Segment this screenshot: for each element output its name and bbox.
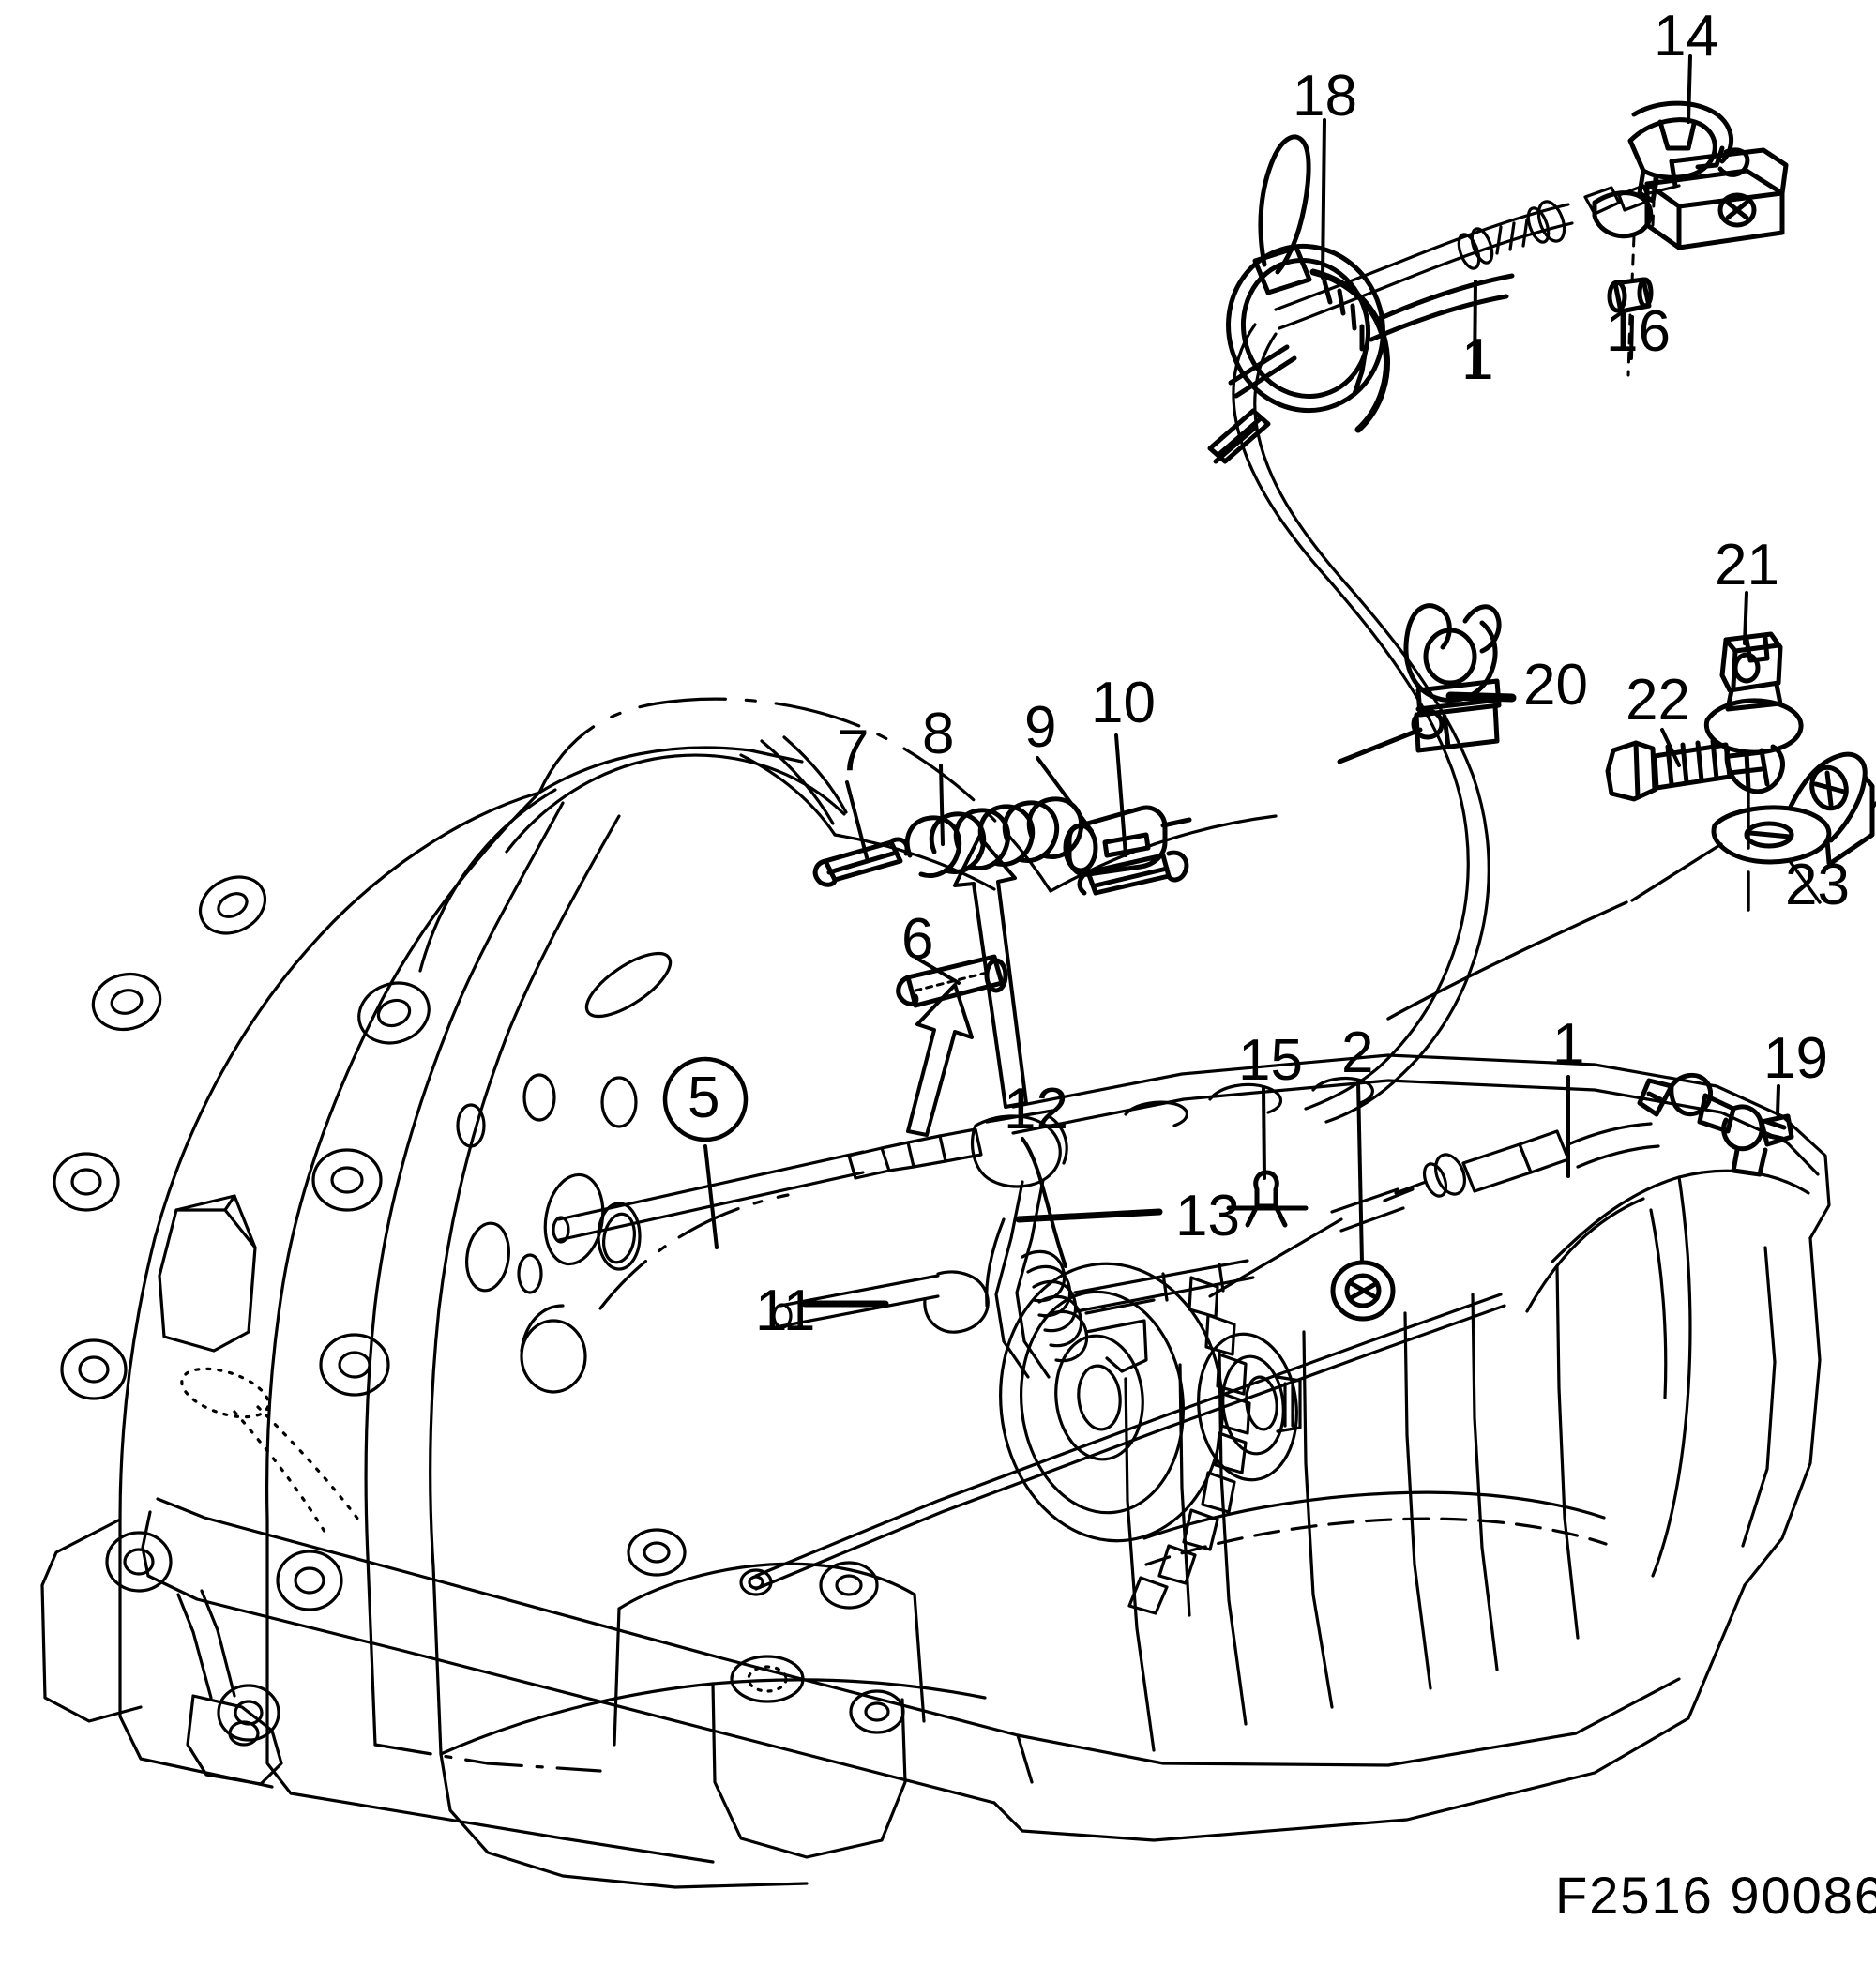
callout-1-lower: 1 (1552, 1012, 1585, 1077)
callout-2: 2 (1341, 1021, 1374, 1085)
spring-sleeve (1063, 805, 1192, 877)
diagram-caption: F2516 90086 (1555, 1866, 1876, 1925)
callout-23: 23 (1785, 853, 1850, 917)
angle-bracket (1630, 751, 1876, 904)
callout-16: 16 (1606, 299, 1671, 364)
cable-retaining-pin (1607, 277, 1654, 314)
callout-21: 21 (1715, 533, 1779, 597)
callout-11: 11 (755, 1278, 816, 1343)
coil-spring (904, 796, 1084, 878)
callout-12: 12 (1004, 1077, 1068, 1142)
callout-20: 20 (1523, 653, 1588, 718)
cable-tie-strap (1207, 134, 1515, 464)
callout-9: 9 (1024, 695, 1057, 760)
callout-15: 15 (1238, 1028, 1303, 1093)
callout-10: 10 (1091, 671, 1156, 735)
callout-5-circle (662, 1056, 749, 1142)
callout-22: 22 (1626, 668, 1690, 733)
transmission-case-assembly (40, 697, 1831, 1889)
spring-retaining-pin-right (1077, 850, 1189, 896)
torque-converter-drum (999, 1262, 1302, 1615)
callout-7: 7 (837, 718, 870, 783)
manual-shaft-linkage (552, 1109, 1255, 1379)
hex-head-bolt (1605, 738, 1764, 802)
spring-retaining-pin-left (812, 837, 910, 887)
cable-grommet-washer (1330, 1260, 1396, 1322)
cable-mounting-bracket (1592, 100, 1789, 377)
callout-19: 19 (1763, 1026, 1828, 1091)
callout-13: 13 (1175, 1184, 1240, 1248)
cable-routing-clip (1337, 603, 1502, 764)
callout-14: 14 (1654, 4, 1718, 68)
callout-1-upper: 1 (1461, 327, 1494, 392)
assembly-direction-arrow-right (953, 835, 1028, 1109)
callout-18: 18 (1293, 64, 1357, 129)
cable-clip (1226, 1170, 1309, 1228)
callout-6: 6 (901, 907, 934, 972)
callout-leader-lines (704, 54, 1780, 1308)
callout-8: 8 (922, 702, 955, 766)
callout-5-circled: 5 (688, 1066, 720, 1130)
cable-end-retainer (1637, 1072, 1794, 1177)
assembly-direction-arrow-left (906, 983, 974, 1137)
